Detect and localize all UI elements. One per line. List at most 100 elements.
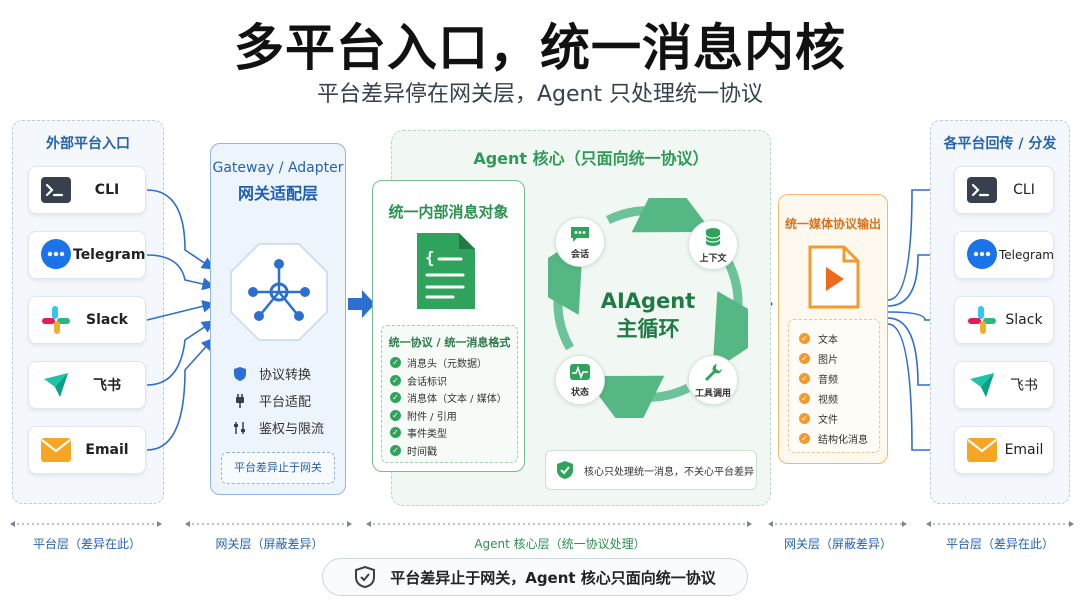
loop-node-session: 会话 [555,217,605,267]
platform-label: CLI [94,182,120,198]
media-type-list: ✓文本 ✓图片 ✓音频 ✓视频 ✓文件 ✓结构化消息 [788,319,880,453]
check-icon: ✓ [390,374,401,386]
check-icon: ✓ [799,432,810,444]
right-panel-title: 各平台回传 / 分发 [943,136,1057,152]
message-field-item: ✓消息体（文本 / 媒体） [390,389,517,407]
gateway-feature-adapter: 平台适配 [229,391,311,410]
mail-icon [965,433,999,467]
check-icon: ✓ [799,392,810,404]
platform-label: 飞书 [93,378,121,394]
terminal-icon [39,173,73,207]
gateway-note: 平台差异止于网关 [221,452,335,484]
left-platform-panel: 外部平台入口 CLI Telegram Slack 飞书 Email [12,120,164,504]
left-panel-title: 外部平台入口 [46,136,130,152]
platform-label: Slack [86,312,128,328]
database-icon [705,227,721,246]
platform-telegram[interactable]: Telegram [28,231,146,279]
message-object-title: 统一内部消息对象 [388,203,509,221]
platform-label: Telegram [999,248,1054,262]
media-type-item: ✓文本 [799,328,879,348]
right-platform-panel: 各平台回传 / 分发 CLI Telegram Slack 飞书 Email [930,120,1070,504]
chat-icon [571,226,589,242]
gateway-feature-protocol: 协议转换 [229,364,311,383]
footer-banner: 平台差异止于网关，Agent 核心只面向统一协议 [322,558,748,596]
platform-slack[interactable]: Slack [954,296,1054,344]
media-type-item: ✓音频 [799,368,879,388]
layer-label-core: Agent 核心层（统一协议处理） [474,537,646,551]
check-icon: ✓ [799,352,810,364]
media-output-panel: 统一媒体协议输出 ✓文本 ✓图片 ✓音频 ✓视频 ✓文件 ✓结构化消息 [778,194,888,464]
shield-check-icon [557,461,573,479]
slack-icon [39,303,73,337]
gateway-title-en: Gateway / Adapter [212,160,344,176]
footer-text: 平台差异止于网关，Agent 核心只面向统一协议 [390,568,716,587]
platform-cli[interactable]: CLI [28,166,146,214]
message-format-list: 统一协议 / 统一消息格式 ✓消息头（元数据） ✓会话标识 ✓消息体（文本 / … [381,325,518,463]
check-icon: ✓ [390,444,401,456]
platform-label: Slack [1005,312,1043,328]
platform-label: Email [85,442,129,458]
chat-bubble-icon [39,238,73,272]
slack-icon [965,303,999,337]
message-format-header: 统一协议 / 统一消息格式 [388,336,511,349]
shield-icon [229,366,251,382]
media-type-item: ✓视频 [799,388,879,408]
platform-telegram[interactable]: Telegram [954,231,1054,279]
core-note: 核心只处理统一消息，不关心平台差异 [545,450,757,490]
platform-label: 飞书 [1010,378,1038,394]
terminal-icon [965,173,999,207]
platform-email[interactable]: Email [954,426,1054,474]
layer-label-gateway-left: 网关层（屏蔽差异） [215,537,324,551]
gateway-panel: Gateway / Adapter 网关适配层 协议转换 平台适配 鉴权与限流 … [210,143,346,495]
platform-label: Email [1004,442,1044,458]
message-field-item: ✓事件类型 [390,424,517,442]
check-icon: ✓ [390,357,401,369]
play-file-icon [806,245,862,313]
platform-feishu[interactable]: 飞书 [28,361,146,409]
loop-center-label: AIAgent 主循环 [600,289,696,341]
core-title: Agent 核心（只面向统一协议） [473,149,709,168]
media-title: 统一媒体协议输出 [784,217,881,231]
feishu-icon [39,368,73,402]
platform-slack[interactable]: Slack [28,296,146,344]
layer-label-gateway-right: 网关层（屏蔽差异） [783,537,892,551]
chat-bubble-icon [965,238,999,272]
feishu-icon [965,368,999,402]
page-subtitle: 平台差异停在网关层，Agent 只处理统一协议 [316,82,764,107]
platform-label: Telegram [73,247,146,263]
platform-email[interactable]: Email [28,426,146,474]
platform-label: CLI [1013,182,1035,198]
check-icon: ✓ [390,409,401,421]
media-type-item: ✓结构化消息 [799,428,879,448]
svg-text:{: { [425,248,435,267]
layer-label-platform-left: 平台层（差异在此） [32,537,141,551]
loop-node-tools: 工具调用 [688,355,738,405]
platform-cli[interactable]: CLI [954,166,1054,214]
sliders-icon [229,421,251,435]
loop-node-context: 上下文 [688,220,738,270]
check-icon: ✓ [799,332,810,344]
gateway-title-cn: 网关适配层 [237,184,318,203]
main-loop-ring [548,198,748,418]
check-icon: ✓ [390,392,401,404]
activity-icon [570,363,590,380]
message-field-item: ✓时间戳 [390,442,517,460]
wrench-icon [705,363,722,381]
page-title: 多平台入口，统一消息内核 [234,19,846,77]
message-field-item: ✓附件 / 引用 [390,407,517,425]
document-icon: { [413,231,479,315]
layer-label-platform-right: 平台层（差异在此） [945,537,1054,551]
message-field-item: ✓消息头（元数据） [390,354,517,372]
message-object-card: 统一内部消息对象 { 统一协议 / 统一消息格式 ✓消息头（元数据） ✓会话标识… [372,180,525,472]
hub-icon [229,242,329,342]
media-type-item: ✓文件 [799,408,879,428]
plug-icon [229,393,251,409]
mail-icon [39,433,73,467]
check-icon: ✓ [390,427,401,439]
check-icon: ✓ [799,412,810,424]
media-type-item: ✓图片 [799,348,879,368]
message-field-item: ✓会话标识 [390,372,517,390]
loop-node-state: 状态 [555,355,605,405]
platform-feishu[interactable]: 飞书 [954,361,1054,409]
